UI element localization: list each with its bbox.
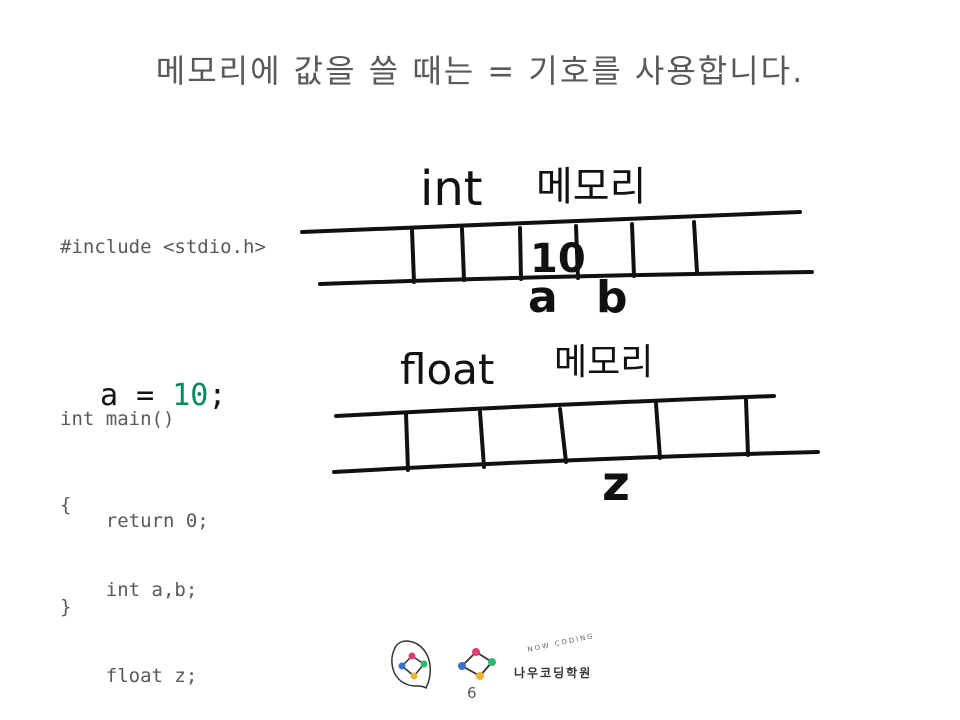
var-a-label: a (528, 272, 558, 323)
code-block-top: #include <stdio.h> int main() { int a,b;… (60, 176, 292, 719)
int-memory-cells (300, 210, 814, 286)
assign-lhs: a = (100, 378, 173, 413)
now-coding-logo-icon (458, 648, 496, 680)
memory-value: 10 (530, 236, 586, 282)
assign-semicolon: ; (208, 378, 227, 413)
float-memory-cells (332, 394, 820, 474)
code-line: int main() (60, 407, 175, 430)
code-block-bottom: return 0; } (60, 450, 209, 650)
float-memory-label: 메모리 (554, 342, 653, 383)
code-line: { (60, 493, 72, 516)
code-line: #include <stdio.h> (60, 236, 266, 259)
logo-arc-text: NOW CODING (527, 632, 596, 654)
code-line: return 0; (60, 510, 209, 533)
brain-logo-icon (391, 640, 431, 690)
page-number: 6 (467, 684, 477, 702)
slide-title: 메모리에 값을 쓸 때는 = 기호를 사용합니다. (155, 52, 805, 90)
code-line: float z; (60, 665, 198, 688)
var-z-label: z (602, 456, 630, 512)
var-b-label: b (596, 272, 628, 323)
float-label: float (400, 345, 494, 394)
assign-value: 10 (172, 378, 209, 413)
int-label: int (420, 161, 483, 217)
code-line: int a,b; (60, 579, 198, 602)
assignment-line: a = 10; (100, 378, 226, 413)
code-line: } (60, 595, 72, 618)
int-memory-label: 메모리 (536, 164, 646, 210)
brand-name: 나우코딩학원 (514, 666, 593, 680)
